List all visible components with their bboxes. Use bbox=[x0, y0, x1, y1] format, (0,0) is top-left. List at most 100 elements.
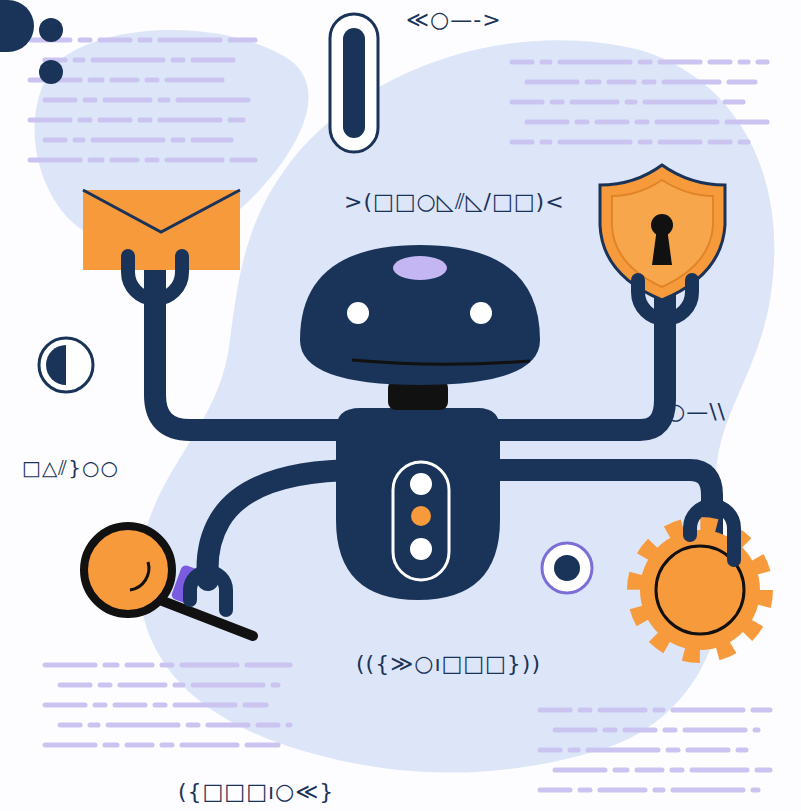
dash-stroke bbox=[710, 60, 730, 65]
dash-stroke bbox=[175, 703, 235, 708]
dash-stroke bbox=[105, 743, 117, 748]
dash-stroke bbox=[120, 683, 165, 688]
lens-shine bbox=[130, 562, 149, 590]
dash-stroke bbox=[60, 723, 80, 728]
dash-stroke bbox=[753, 708, 770, 713]
dash-stroke bbox=[245, 703, 266, 708]
robot-hook bbox=[190, 572, 226, 610]
decorative-lines bbox=[30, 40, 770, 790]
magnifier-lens bbox=[84, 526, 172, 614]
robot-head bbox=[300, 245, 540, 385]
dash-stroke bbox=[738, 748, 746, 753]
head-light bbox=[393, 256, 447, 280]
dash-stroke bbox=[167, 158, 222, 163]
dash-stroke bbox=[725, 100, 743, 105]
dash-stroke bbox=[85, 98, 95, 103]
dash-stroke bbox=[605, 728, 615, 733]
dash-stroke bbox=[45, 138, 65, 143]
dash-stroke bbox=[95, 703, 105, 708]
dash-stroke bbox=[45, 743, 95, 748]
glyph-label: (({≫○ı□□□})) bbox=[356, 652, 541, 676]
dash-stroke bbox=[758, 60, 767, 65]
dash-stroke bbox=[527, 120, 567, 125]
dash-stroke bbox=[173, 58, 183, 63]
dash-stroke bbox=[555, 728, 595, 733]
dash-stroke bbox=[615, 768, 627, 773]
dash-stroke bbox=[600, 708, 645, 713]
dash-stroke bbox=[512, 140, 532, 145]
dash-stroke bbox=[90, 158, 102, 163]
dash-stroke bbox=[75, 138, 83, 143]
dash-stroke bbox=[580, 708, 590, 713]
dash-stroke bbox=[60, 683, 90, 688]
glyph-label: ≪○—-> bbox=[406, 8, 502, 32]
dash-stroke bbox=[729, 80, 755, 85]
dash-stroke bbox=[540, 708, 570, 713]
dash-stroke bbox=[757, 768, 770, 773]
pill-fill bbox=[343, 28, 365, 138]
dash-stroke bbox=[162, 743, 172, 748]
dash-stroke bbox=[692, 768, 747, 773]
dash-stroke bbox=[660, 140, 700, 145]
envelope-flap bbox=[83, 190, 240, 232]
dash-stroke bbox=[127, 743, 152, 748]
dash-stroke bbox=[640, 60, 650, 65]
dash-stroke bbox=[175, 683, 183, 688]
dash-stroke bbox=[688, 748, 728, 753]
dash-stroke bbox=[45, 703, 85, 708]
magnifier-handle bbox=[160, 600, 253, 636]
dash-stroke bbox=[637, 768, 662, 773]
shield bbox=[600, 165, 725, 300]
dash-stroke bbox=[540, 748, 560, 753]
target-ring bbox=[542, 543, 592, 593]
dash-stroke bbox=[587, 80, 599, 85]
dash-stroke bbox=[108, 723, 178, 728]
gear-body bbox=[640, 530, 760, 650]
dash-stroke bbox=[45, 663, 95, 668]
corner-dot bbox=[39, 60, 63, 84]
dash-stroke bbox=[115, 703, 145, 708]
shield-inner bbox=[612, 180, 713, 287]
dash-stroke bbox=[540, 788, 570, 793]
dash-stroke bbox=[45, 98, 75, 103]
dash-stroke bbox=[655, 708, 663, 713]
dash-stroke bbox=[740, 60, 748, 65]
dash-stroke bbox=[542, 60, 550, 65]
background-blob bbox=[139, 40, 774, 772]
dash-stroke bbox=[740, 140, 748, 145]
dash-stroke bbox=[572, 100, 617, 105]
half-circle bbox=[39, 338, 93, 392]
dash-stroke bbox=[637, 120, 647, 125]
dash-stroke bbox=[30, 158, 80, 163]
chest-light bbox=[410, 538, 432, 560]
dash-stroke bbox=[673, 708, 743, 713]
dash-stroke bbox=[672, 768, 682, 773]
dash-stroke bbox=[755, 728, 758, 733]
corner-dot bbox=[39, 18, 63, 42]
robot-body bbox=[336, 408, 500, 600]
dash-stroke bbox=[512, 60, 532, 65]
chest-light bbox=[410, 473, 432, 495]
keyhole-stem bbox=[652, 228, 672, 265]
half-circle-fill bbox=[46, 345, 66, 385]
dash-stroke bbox=[664, 80, 719, 85]
robot-mouth bbox=[352, 360, 530, 364]
dash-stroke bbox=[160, 98, 168, 103]
dash-stroke bbox=[580, 788, 590, 793]
dash-stroke bbox=[75, 58, 83, 63]
robot-hook bbox=[638, 280, 692, 319]
target-dot bbox=[554, 555, 580, 581]
dash-stroke bbox=[80, 38, 90, 43]
dash-stroke bbox=[182, 743, 237, 748]
dash-stroke bbox=[588, 748, 658, 753]
dash-stroke bbox=[288, 723, 290, 728]
dash-stroke bbox=[673, 788, 743, 793]
dash-stroke bbox=[560, 60, 630, 65]
dash-stroke bbox=[655, 788, 663, 793]
dash-stroke bbox=[178, 98, 248, 103]
dash-stroke bbox=[273, 683, 278, 688]
dash-stroke bbox=[685, 728, 745, 733]
pill-outline bbox=[330, 14, 378, 152]
dash-stroke bbox=[247, 743, 278, 748]
dash-stroke bbox=[93, 138, 163, 143]
